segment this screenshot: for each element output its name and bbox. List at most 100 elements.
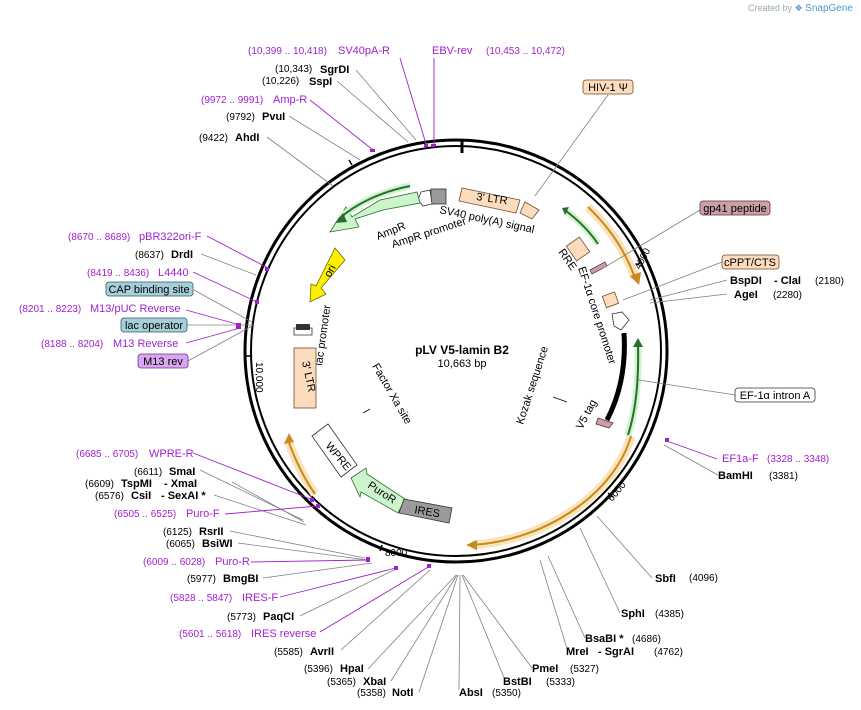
snapgene-credit: Created by ❖ SnapGene [748,3,853,14]
primer-marks [236,144,669,570]
arc-orange-wpre-head [284,433,294,444]
line-m13box [187,325,253,362]
primer-pbr322-range: (8670 .. 8689) [68,232,130,243]
site-xbai-pos: (5365) [327,677,356,688]
site-bamhi-name: BamHI [718,470,753,482]
site-sbfi-name: SbfI [655,573,676,585]
primer-l4440-range: (8419 .. 8436) [87,268,149,279]
site-drdi-pos: (8637) [135,250,164,261]
line-pbr322 [206,235,269,269]
mark-ires-f [394,566,398,570]
box-gp41 [699,200,771,216]
site-ahdi-name: AhdI [235,132,259,144]
arc-orange-2000-head [630,272,641,285]
primer-sv40pa-r-name: SV40pA-R [338,45,390,57]
line-wpre-r [192,452,314,501]
line-drdi [200,253,257,276]
site-bsiwi-name: BsiWI [202,538,233,550]
line-mrei [539,559,569,653]
line-smai [199,469,304,521]
box-ef1intron [734,387,816,403]
site-noti-pos: (5358) [357,688,386,699]
feature-3ltr-top-label: 3' LTR [476,191,509,207]
site-drdi-name: DrdI [171,249,193,261]
primer-ires-rev-range: (5601 .. 5618) [179,629,241,640]
box-hiv [582,79,634,95]
mark-ef1a-f [665,438,669,442]
primer-ef1a-f-name: EF1a-F [722,453,759,465]
line-m13puc [185,309,241,326]
feature-ampr [329,191,421,233]
arc-orange-4000-head [466,540,477,550]
primer-wpre-r-range: (6685 .. 6705) [76,449,138,460]
site-agei-name: AgeI [734,289,758,301]
line-puro-f [224,505,319,515]
site-sgrdi-pos: (10,343) [275,64,312,75]
arc-orange-2000-line [587,206,636,279]
site-sphi-pos: (4385) [655,609,684,620]
site-agei-pos: (2280) [773,290,802,301]
line-absi [458,574,461,691]
site-bmgbi-pos: (5977) [187,574,216,585]
primer-m13rev-range: (8188 .. 8204) [41,339,103,350]
line-csii [213,494,307,526]
connector-lines [187,69,736,693]
line-noti [418,574,459,693]
tick-label-8000: 10,000 [253,362,264,393]
line-xbai [390,574,458,682]
feature-ef1a-core [611,311,630,331]
line-amp-r [309,99,374,151]
site-avrii-pos: (5585) [274,647,303,658]
line-tspmi [231,481,305,523]
primer-ires-f-range: (5828 .. 5847) [170,593,232,604]
site-bspdi-pos: (2180) [815,276,844,287]
mark-sv40pa-r [424,144,428,147]
tick-mark-2000 [635,261,643,266]
line-cap [193,289,253,323]
backbone-outer-ring [243,138,669,564]
primer-m13puc-range: (8201 .. 8223) [19,304,81,315]
site-rsrii-name: RsrII [199,526,223,538]
line-m13rev [185,327,241,344]
primer-puro-f-name: Puro-F [186,508,220,520]
site-mrei-name: MreI [566,646,589,658]
line-bstbi [461,574,506,681]
feature-ori-label: ori [322,263,339,280]
site-tspmi-name: TspMI [121,478,152,490]
feature-ires [398,498,453,524]
site-pmei-pos: (5327) [570,664,599,675]
site-xbai-name: XbaI [363,676,386,688]
line-sspi [336,80,409,143]
site-csii-sep: - SexAI * [161,490,206,502]
site-bsabi-name: BsaBI * [585,633,624,645]
line-bamhi [663,444,719,476]
line-ahdi [266,136,334,187]
mark-ebv-rev [431,144,436,147]
box-ef1intron-text: EF-1α intron A [740,390,811,402]
site-smai-pos: (6611) [134,467,162,478]
feature-gp41 [589,261,608,275]
box-cap [105,281,194,297]
primer-puro-r-range: (6009 .. 6028) [143,557,205,568]
feature-lamin-b2 [604,332,627,422]
site-bsiwi-pos: (6065) [166,539,195,550]
site-ahdi-pos: (9422) [199,133,228,144]
site-absi-pos: (5350) [492,688,521,699]
primer-puro-f-range: (6505 .. 6525) [114,509,176,520]
site-pvui-name: PvuI [262,111,285,123]
line-sbfi [596,515,653,579]
site-absi-name: AbsI [459,687,483,699]
site-mrei-sep: - SgrAI [598,646,634,658]
site-paqci-name: PaqCI [263,611,294,623]
feature-lac-operator-mark [296,324,310,330]
site-sspi-pos: (10,226) [262,76,299,87]
tick-mark-6000 [379,544,383,552]
primer-ebv-rev-name: EBV-rev [432,45,473,57]
site-pvui-pos: (9792) [226,112,255,123]
mark-wpre-r [310,498,314,502]
line-bspdi [649,279,728,301]
mark-puro-r [366,557,370,562]
primer-pbr322-name: pBR322ori-F [139,231,202,243]
tick-label-6000: 8000 [385,548,408,559]
feature-factor-xa-label: Factor Xa site [369,362,413,427]
